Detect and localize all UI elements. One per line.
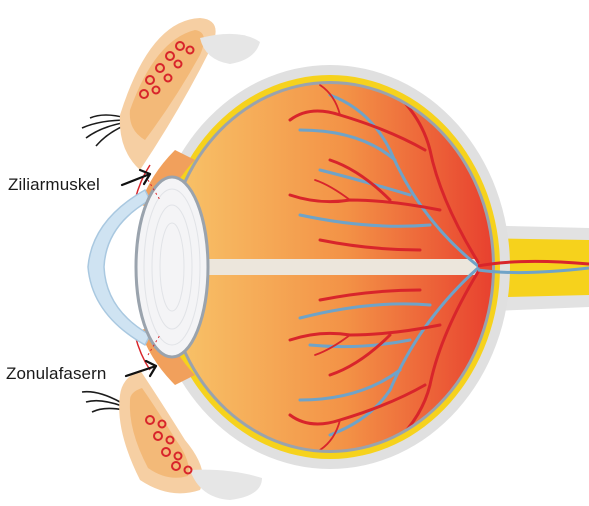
- label-ciliary-muscle: Ziliarmuskel: [8, 175, 100, 195]
- label-zonule-fibers: Zonulafasern: [6, 364, 106, 384]
- arrow-icon: [122, 170, 150, 185]
- lower-eyelashes: [82, 392, 124, 412]
- lens: [136, 177, 208, 357]
- visual-axis: [205, 259, 477, 275]
